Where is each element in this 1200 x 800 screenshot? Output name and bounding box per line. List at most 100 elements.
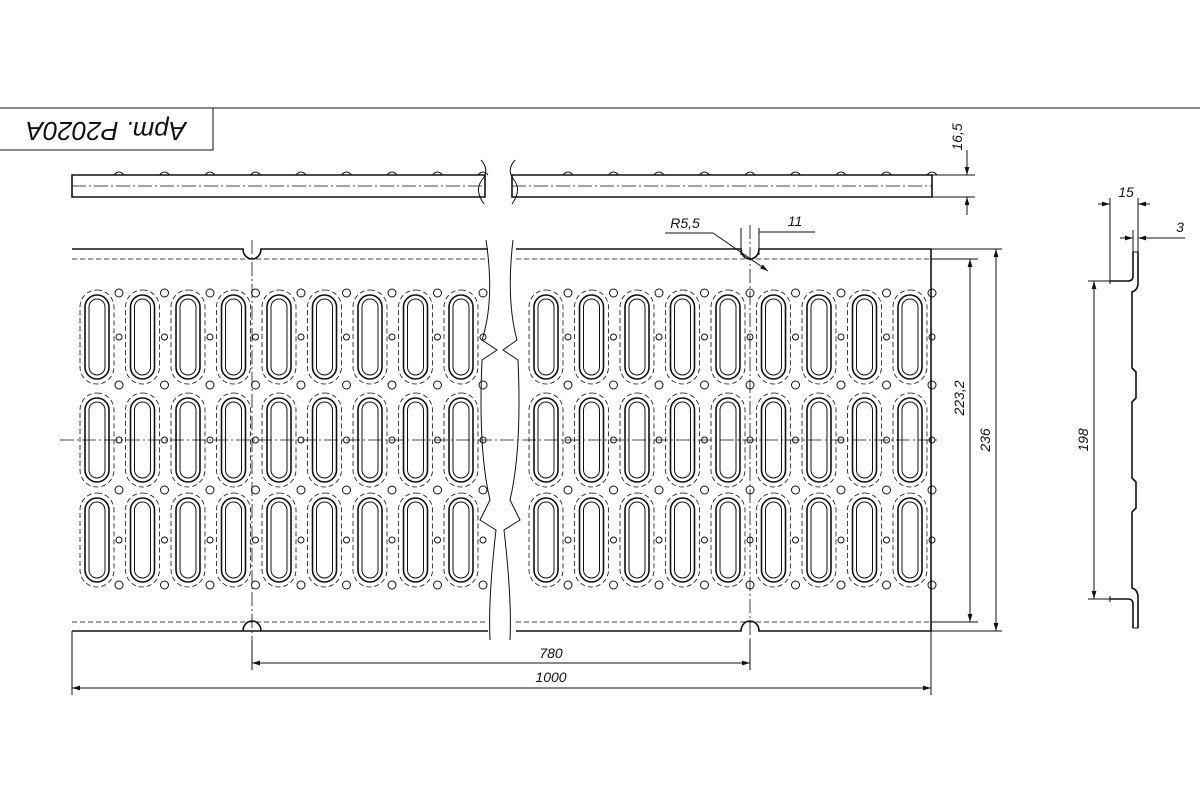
slot — [357, 497, 383, 583]
hole — [700, 580, 709, 590]
hole — [792, 536, 799, 544]
slot — [669, 497, 696, 583]
slot — [806, 397, 832, 483]
hole — [387, 288, 397, 298]
slot-inner — [628, 501, 646, 579]
hole — [252, 436, 259, 444]
slot-inner — [88, 401, 106, 479]
hole — [883, 333, 890, 341]
hole — [479, 536, 487, 544]
slot-outline — [398, 492, 433, 588]
slot-inner — [765, 501, 782, 579]
slot-outline — [170, 492, 206, 588]
slot-inner — [856, 401, 873, 479]
profile-bump — [653, 171, 665, 176]
slot-outline — [710, 492, 746, 588]
slot-inner — [674, 501, 691, 579]
slot-outline — [665, 289, 700, 385]
slot-inner — [225, 501, 242, 579]
hole — [927, 485, 937, 495]
hole — [160, 485, 169, 495]
hole — [342, 485, 351, 495]
slot-inner — [719, 298, 737, 376]
slot — [84, 397, 110, 483]
profile-bump — [835, 171, 847, 176]
hole — [387, 580, 397, 590]
slot — [897, 294, 923, 380]
flange-width-label: 15 — [1118, 184, 1134, 200]
slot-inner — [407, 401, 424, 479]
slot — [806, 294, 832, 380]
slot-outline — [307, 289, 342, 385]
hole — [433, 380, 442, 390]
slot-outline — [665, 492, 700, 588]
hole — [745, 485, 755, 495]
slot-inner — [316, 298, 333, 376]
slot — [266, 397, 292, 483]
slot — [851, 497, 878, 583]
total-length-label: 1000 — [535, 669, 566, 685]
hole — [610, 333, 617, 341]
slot-inner — [583, 401, 600, 479]
hole — [115, 436, 123, 444]
slot-outline — [125, 392, 160, 488]
profile-bump — [341, 171, 352, 176]
hole — [654, 380, 664, 390]
hole — [791, 580, 800, 590]
slot — [851, 294, 878, 380]
slot-inner — [179, 401, 197, 479]
profile-bump — [295, 171, 307, 176]
slot-outline — [216, 289, 251, 385]
side-height-label: 198 — [1075, 428, 1091, 452]
slot — [715, 397, 741, 483]
hole — [928, 436, 936, 444]
hole — [206, 333, 214, 341]
slot-outline — [756, 492, 791, 588]
hole — [791, 485, 800, 495]
hole — [792, 333, 799, 341]
hole — [701, 436, 708, 444]
slot — [129, 294, 156, 380]
hole — [160, 380, 169, 390]
slot-outline — [261, 289, 297, 385]
slot — [578, 397, 605, 483]
flange-offset-label: 3 — [1176, 219, 1184, 235]
hole — [836, 485, 846, 495]
hole — [388, 436, 396, 444]
slot-outline — [847, 392, 882, 488]
slot-outline — [574, 392, 609, 488]
slot-outline — [398, 392, 433, 488]
slot-inner — [537, 501, 555, 579]
hole — [387, 380, 397, 390]
hole — [927, 288, 937, 298]
slot-outline — [398, 289, 433, 385]
slot-outline — [443, 392, 479, 488]
hole — [927, 380, 937, 390]
slot — [175, 294, 201, 380]
hole — [434, 436, 441, 444]
slot-inner — [719, 501, 737, 579]
hole — [160, 580, 169, 590]
hole — [251, 288, 260, 298]
slot — [402, 294, 429, 380]
hole — [342, 288, 351, 298]
slot-inner — [225, 298, 242, 376]
hole — [745, 288, 755, 298]
top-view: 16,5 — [71, 123, 975, 215]
profile-bump — [250, 171, 261, 176]
slot — [357, 294, 383, 380]
hole — [297, 536, 305, 544]
slot-outline — [79, 492, 115, 588]
hole — [434, 333, 441, 341]
hole — [114, 485, 124, 495]
hole — [837, 436, 845, 444]
hole — [563, 580, 573, 590]
slot-outline — [801, 289, 837, 385]
slot-outline — [170, 289, 206, 385]
hole — [387, 485, 397, 495]
hole — [478, 380, 488, 390]
hole — [609, 580, 618, 590]
hole — [434, 536, 441, 544]
slot — [402, 397, 429, 483]
